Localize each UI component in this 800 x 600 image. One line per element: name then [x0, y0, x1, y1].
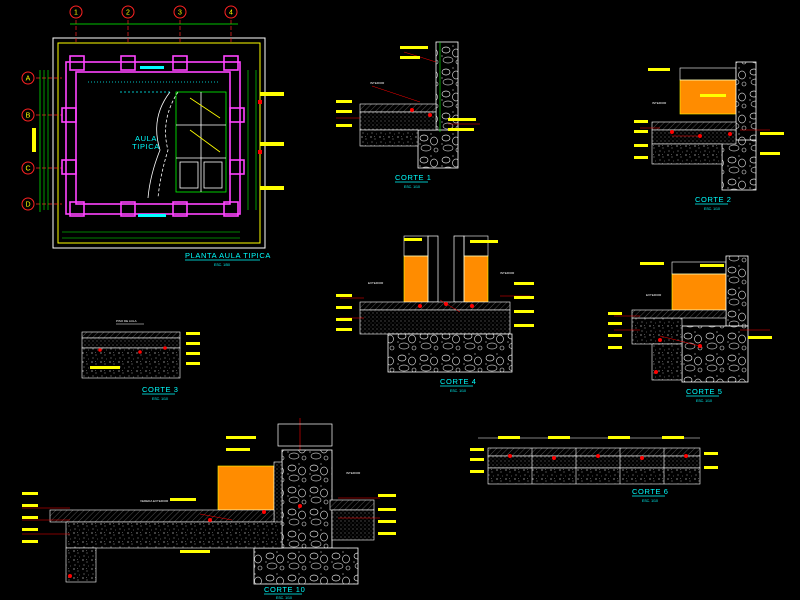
corte-5-title: CORTE 5 — [686, 387, 723, 396]
section-corte-10: VEREDA EXTERIOR INTERIOR CORTE 10 ESC. 1… — [22, 418, 396, 600]
grid-bubble-c: C — [21, 161, 35, 175]
svg-text:D: D — [25, 202, 30, 209]
room-label-aula: AULA — [135, 134, 157, 143]
svg-text:4: 4 — [229, 10, 233, 17]
plan-dimensions — [43, 70, 257, 239]
svg-text:ESC. 1/10: ESC. 1/10 — [276, 596, 292, 600]
svg-text:ESC. 1/10: ESC. 1/10 — [152, 397, 168, 401]
grid-axis-columns — [70, 20, 238, 44]
grid-bubble-2: 2 — [121, 5, 135, 19]
section-corte-3: PISO DE AULA CORTE 3 ESC. 1/10 — [81, 319, 200, 401]
section-corte-1: INTERIOR CORTE 1 ESC. 1/10 — [336, 41, 480, 189]
grid-bubble-a: A — [21, 71, 35, 85]
room-label-tipica: TIPICA — [132, 142, 160, 151]
grid-bubble-3: 3 — [173, 5, 187, 19]
plan-services — [88, 81, 227, 199]
section-corte-6: CORTE 6 ESC. 1/10 — [470, 436, 718, 503]
corte-10-title: CORTE 10 — [264, 585, 305, 594]
svg-text:1: 1 — [74, 10, 78, 17]
svg-text:ESC. 1/10: ESC. 1/10 — [642, 499, 658, 503]
grid-axis-rows — [36, 70, 62, 212]
svg-text:INTERIOR: INTERIOR — [346, 471, 361, 475]
corte-6-title: CORTE 6 — [632, 487, 669, 496]
svg-text:3: 3 — [178, 10, 182, 17]
svg-text:ESC. 1/10: ESC. 1/10 — [450, 389, 466, 393]
corte-3-title: CORTE 3 — [142, 385, 179, 394]
svg-text:INTERIOR: INTERIOR — [652, 101, 667, 105]
floor-plan: 1 2 3 4 A B C D — [21, 5, 284, 267]
svg-text:EXTERIOR: EXTERIOR — [646, 293, 662, 297]
grid-bubble-4: 4 — [224, 5, 238, 19]
corte-1-title: CORTE 1 — [395, 173, 432, 182]
section-corte-2: INTERIOR CORTE 2 ESC. 1/10 — [634, 61, 784, 211]
grid-bubble-b: B — [21, 108, 35, 122]
grid-bubble-d: D — [21, 197, 35, 211]
grid-bubble-1: 1 — [69, 5, 83, 19]
svg-text:PISO DE AULA: PISO DE AULA — [116, 319, 137, 323]
plan-scale: ESC. 1/50 — [214, 263, 230, 267]
svg-text:VEREDA EXTERIOR: VEREDA EXTERIOR — [140, 499, 169, 503]
svg-text:ESC. 1/10: ESC. 1/10 — [696, 399, 712, 403]
svg-text:C: C — [25, 166, 30, 173]
plan-title: PLANTA AULA TIPICA — [185, 251, 271, 260]
svg-text:EXTERIOR: EXTERIOR — [368, 281, 384, 285]
svg-text:2: 2 — [126, 10, 130, 17]
svg-text:ESC. 1/10: ESC. 1/10 — [704, 207, 720, 211]
svg-text:INTERIOR: INTERIOR — [500, 271, 515, 275]
svg-text:B: B — [26, 113, 31, 120]
corte-4-title: CORTE 4 — [440, 377, 477, 386]
svg-text:ESC. 1/10: ESC. 1/10 — [404, 185, 420, 189]
section-corte-4: EXTERIOR INTERIOR CORTE 4 ESC. 1/10 — [336, 235, 534, 393]
plan-callouts — [32, 66, 284, 217]
corte-2-title: CORTE 2 — [695, 195, 732, 204]
svg-text:INTERIOR: INTERIOR — [370, 81, 385, 85]
section-corte-5: EXTERIOR CORTE 5 ESC. 1/10 — [608, 255, 772, 403]
svg-text:A: A — [26, 76, 31, 83]
